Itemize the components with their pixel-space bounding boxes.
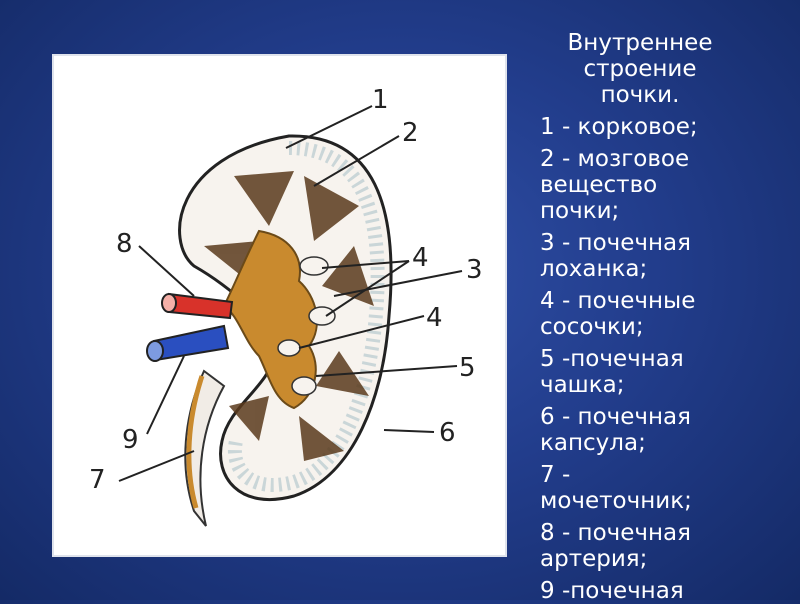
slide-title: Внутреннее строение почки. <box>540 30 740 108</box>
slide-title-line: Внутреннее <box>567 30 713 56</box>
callout-7: 7 <box>89 465 106 495</box>
callout-4-lower: 4 <box>426 303 443 333</box>
legend-panel: Внутреннее строение почки. 1 - корковое;… <box>540 30 790 604</box>
renal-artery <box>168 292 234 320</box>
legend-item-4: 4 - почечные сосочки; <box>540 288 696 340</box>
legend-item-1: 1 - корковое; <box>540 114 698 140</box>
callout-6: 6 <box>439 418 456 448</box>
callout-4-upper: 4 <box>412 243 429 273</box>
legend-item-5: 5 -почечная чашка; <box>540 346 684 398</box>
ureter-lumen <box>186 375 205 509</box>
kidney-figure: 1 2 3 4 4 5 6 7 8 9 <box>52 54 507 557</box>
legend-item-8: 8 - почечная артерия; <box>540 520 691 572</box>
slide-title-line: строение <box>583 56 697 82</box>
callout-lines <box>118 105 463 482</box>
slide-title-line: почки. <box>600 82 680 108</box>
callout-8: 8 <box>116 229 133 259</box>
legend-item-9: 9 -почечная <box>540 578 684 604</box>
callout-2: 2 <box>402 118 419 148</box>
callout-labels: 1 2 3 4 4 5 6 7 8 9 <box>89 85 483 495</box>
callout-9: 9 <box>122 425 139 455</box>
legend-item-2: 2 - мозговое вещество почки; <box>540 146 690 224</box>
kidney-diagram: 1 2 3 4 4 5 6 7 8 9 <box>89 85 483 527</box>
legend-item-6: 6 - почечная капсула; <box>540 404 691 456</box>
legend-item-3: 3 - почечная лоханка; <box>540 230 691 282</box>
callout-3: 3 <box>466 255 483 285</box>
callout-1: 1 <box>372 85 389 115</box>
callout-5: 5 <box>459 353 476 383</box>
legend-item-7: 7 - мочеточник; <box>540 462 692 514</box>
renal-vein <box>152 324 230 362</box>
